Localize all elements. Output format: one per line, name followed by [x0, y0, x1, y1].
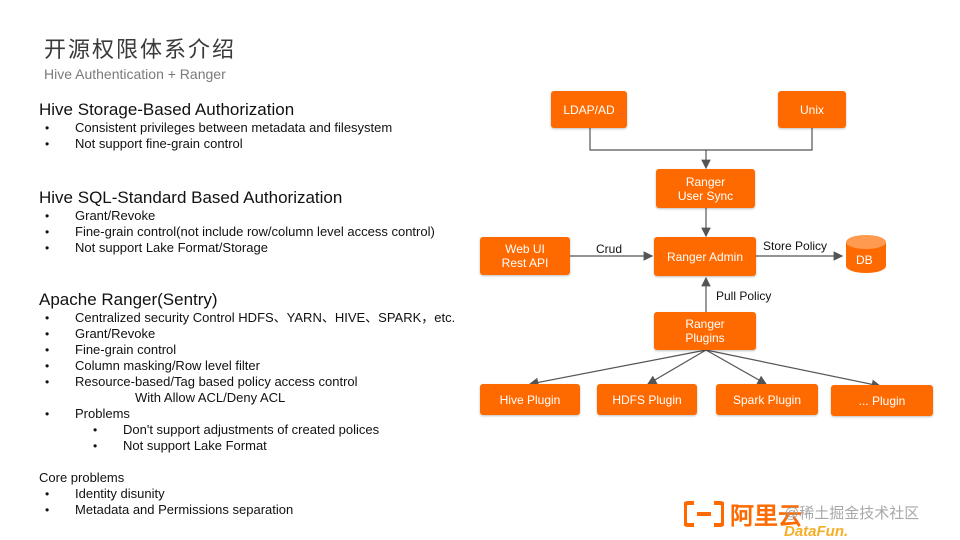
section-core-problems: Core problems Identity disunity Metadata… [39, 470, 489, 518]
connector-plugins-hive [528, 349, 707, 388]
db-label: DB [856, 253, 873, 267]
list-item: Identity disunity [39, 486, 489, 502]
list-item: Column masking/Row level filter [39, 358, 489, 374]
box-label: Spark Plugin [732, 392, 802, 407]
section-heading: Apache Ranger(Sentry) [39, 290, 218, 309]
other-plugin-box: ... Plugin [831, 385, 933, 416]
spark-plugin-box: Spark Plugin [716, 384, 818, 415]
list-item: Resource-based/Tag based policy access c… [39, 374, 489, 390]
ldap-ad-box: LDAP/AD [551, 91, 627, 128]
list-item: With Allow ACL/Deny ACL [135, 390, 286, 405]
unix-box: Unix [778, 91, 846, 128]
box-label: Ranger User Sync [677, 174, 734, 203]
database-icon [846, 235, 886, 273]
page-subtitle: Hive Authentication + Ranger [44, 66, 226, 82]
box-label: Hive Plugin [499, 392, 561, 407]
connector-plugins-hdfs [646, 349, 707, 385]
list-item: Grant/Revoke [39, 326, 489, 342]
list-item: Don't support adjustments of created pol… [39, 422, 489, 438]
connector-plugins-spark [705, 349, 768, 385]
connector-ldap [589, 128, 706, 151]
box-label: LDAP/AD [563, 102, 615, 117]
list-item: Not support fine-grain control [39, 136, 489, 152]
section-apache-ranger: Apache Ranger(Sentry) Centralized securi… [39, 290, 489, 454]
list-item: Fine-grain control(not include row/colum… [39, 224, 489, 240]
box-label: ... Plugin [858, 393, 906, 408]
logo-text: 阿里云 [730, 502, 802, 530]
watermark-brand: DataFun. [784, 523, 849, 540]
box-label: Ranger Plugins [685, 317, 725, 345]
box-label: Ranger Admin [666, 249, 744, 264]
ranger-admin-box: Ranger Admin [654, 237, 756, 276]
crud-label: Crud [596, 242, 623, 256]
alibaba-cloud-icon [684, 500, 724, 527]
section-heading: Core problems [39, 470, 125, 485]
list-item: Grant/Revoke [39, 208, 489, 224]
section-heading: Hive Storage-Based Authorization [39, 100, 295, 119]
connector-unix [706, 128, 813, 151]
section-heading: Hive SQL-Standard Based Authorization [39, 188, 343, 207]
list-item: Problems [39, 406, 489, 422]
list-item: Centralized security Control HDFS、YARN、H… [39, 310, 489, 326]
ranger-plugins-box: Ranger Plugins [654, 312, 756, 350]
section-storage-based: Hive Storage-Based Authorization Consist… [39, 100, 489, 152]
box-label: Web UI Rest API [501, 242, 549, 270]
watermark-text: @稀土掘金技术社区 [784, 505, 920, 522]
box-label: HDFS Plugin [612, 392, 682, 407]
list-item: Not support Lake Format/Storage [39, 240, 489, 256]
list-item: Metadata and Permissions separation [39, 502, 489, 518]
section-sql-standard: Hive SQL-Standard Based Authorization Gr… [39, 188, 489, 256]
watermark: @稀土掘金技术社区 DataFun. [784, 502, 960, 540]
list-item: Fine-grain control [39, 342, 489, 358]
list-item: Not support Lake Format [39, 438, 489, 454]
hdfs-plugin-box: HDFS Plugin [597, 384, 697, 415]
alibaba-cloud-logo: 阿里云 [684, 496, 802, 531]
store-policy-label: Store Policy [763, 239, 828, 253]
webui-restapi-box: Web UI Rest API [480, 237, 570, 275]
ranger-usersync-box: Ranger User Sync [656, 169, 755, 208]
content-column: Hive Storage-Based Authorization Consist… [39, 100, 489, 518]
page-title: 开源权限体系介绍 [44, 38, 237, 63]
hive-plugin-box: Hive Plugin [480, 384, 580, 415]
pull-policy-label: Pull Policy [716, 289, 772, 303]
box-label: Unix [799, 102, 824, 117]
connector-plugins-other [705, 349, 882, 389]
list-item: Consistent privileges between metadata a… [39, 120, 489, 136]
